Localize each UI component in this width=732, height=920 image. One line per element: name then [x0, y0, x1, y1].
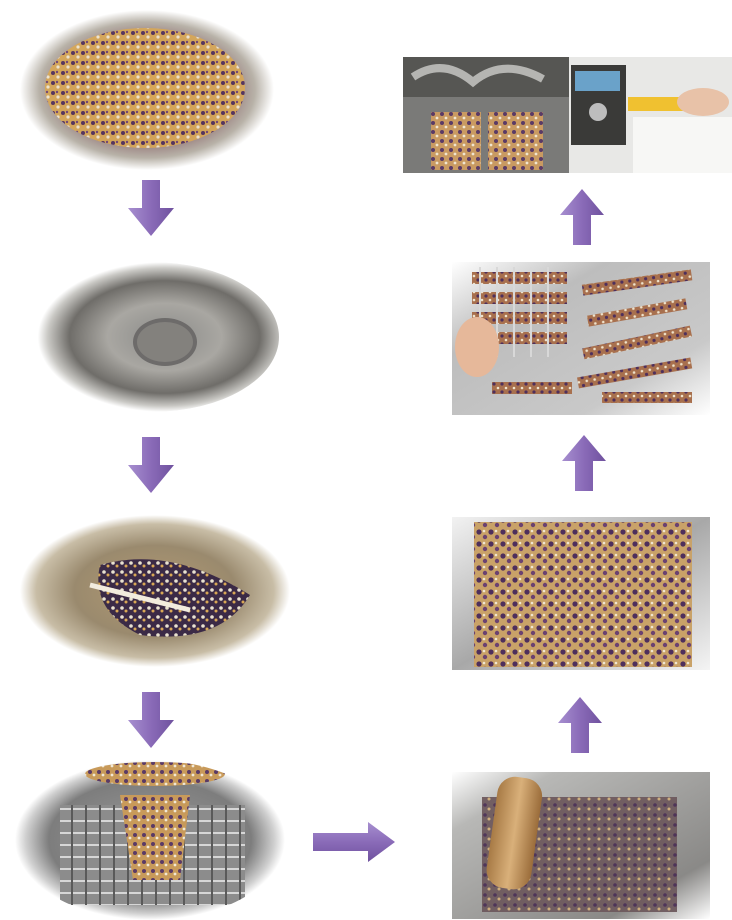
- flattened-slab-photo: [452, 517, 710, 670]
- arrow-down-3: [128, 692, 174, 748]
- syrup-wok-photo: [25, 262, 280, 412]
- grid-tray-photo: [15, 760, 285, 920]
- arrow-up-2: [562, 435, 606, 491]
- rolling-pin-photo: [452, 772, 710, 919]
- packaging-photo: [403, 57, 732, 173]
- mixed-ingredients-photo: [20, 10, 275, 170]
- arrow-down-2: [128, 437, 174, 493]
- cut-bars-photo: [452, 262, 710, 415]
- arrow-up-1: [558, 697, 602, 753]
- arrow-right: [313, 822, 395, 862]
- stirring-mixture-photo: [20, 515, 290, 667]
- arrow-down-1: [128, 180, 174, 236]
- arrow-up-3: [560, 189, 604, 245]
